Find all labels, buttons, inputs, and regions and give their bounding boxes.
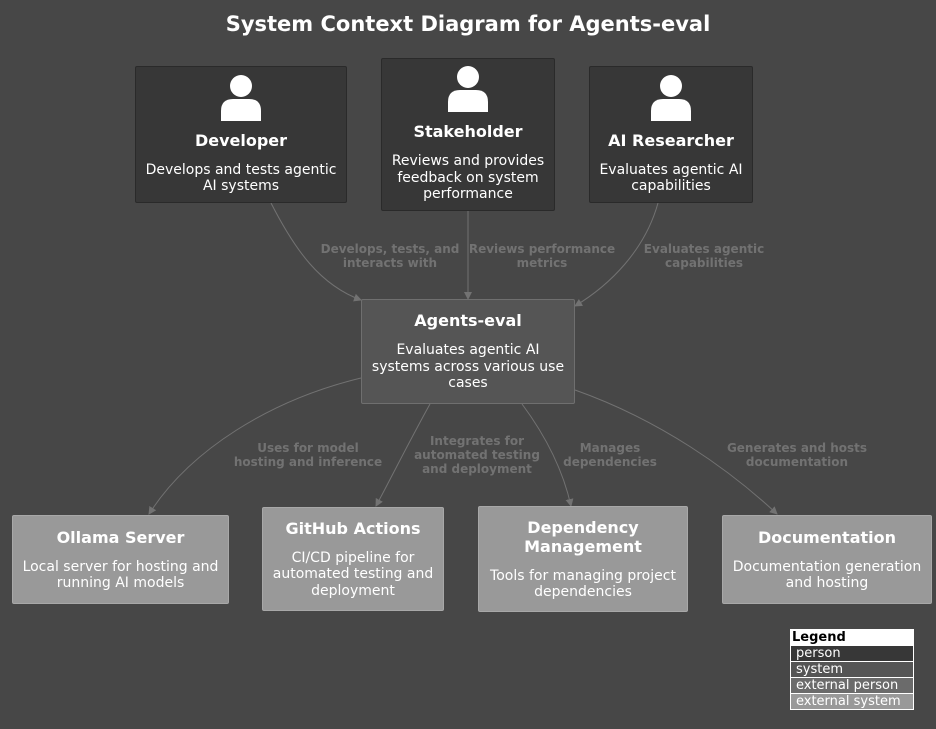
edge-agents-eval-to-documentation (574, 389, 778, 515)
agents-eval-description: Evaluates agentic AI systems across vari… (371, 342, 565, 392)
edge-label-uses: Uses for model hosting and inference (233, 441, 383, 469)
documentation-description: Documentation generation and hosting (732, 558, 922, 592)
edge-developer-to-agents-eval (270, 202, 362, 302)
stakeholder-description: Reviews and provides feedback on system … (391, 153, 545, 203)
ai-researcher-name: AI Researcher (608, 130, 734, 150)
person-icon (448, 66, 488, 113)
stakeholder-name: Stakeholder (413, 122, 523, 142)
developer-name: Developer (194, 130, 288, 150)
legend-item-system: system (791, 661, 913, 677)
ollama-server-name: Ollama Server (56, 527, 185, 547)
edge-agents-eval-to-dependency (521, 403, 574, 507)
github-actions-name: GitHub Actions (285, 518, 421, 538)
edge-label-reviews: Reviews performance metrics (468, 242, 616, 270)
legend-item-external-person: external person (791, 677, 913, 693)
person-icon (221, 74, 261, 121)
dependency-management-description: Tools for managing project dependencies (490, 567, 676, 601)
ai-researcher-description: Evaluates agentic AI capabilities (599, 161, 743, 195)
dependency-management-name: Dependency Management (524, 517, 642, 556)
edge-researcher-to-agents-eval (574, 202, 659, 307)
person-developer[interactable]: Developer Develops and tests agentic AI … (135, 66, 347, 203)
documentation-name: Documentation (757, 527, 897, 547)
person-stakeholder[interactable]: Stakeholder Reviews and provides feedbac… (381, 58, 555, 211)
edge-label-integrates: Integrates for automated testing and dep… (414, 434, 540, 476)
legend: Legend person system external person ext… (790, 629, 914, 710)
edge-label-evaluates: Evaluates agentic capabilities (643, 242, 765, 270)
diagram-title: System Context Diagram for Agents-eval (225, 12, 711, 36)
system-agents-eval[interactable]: Agents-eval Evaluates agentic AI systems… (361, 299, 575, 404)
person-icon (651, 74, 691, 121)
edge-label-manages: Manages dependencies (563, 441, 657, 469)
github-actions-description: CI/CD pipeline for automated testing and… (272, 549, 434, 599)
legend-title: Legend (791, 630, 913, 645)
edge-label-generates: Generates and hosts documentation (726, 441, 868, 469)
developer-description: Develops and tests agentic AI systems (145, 161, 337, 195)
external-dependency-management[interactable]: Dependency Management Tools for managing… (478, 506, 688, 612)
edge-agents-eval-to-github (375, 403, 431, 507)
ollama-server-description: Local server for hosting and running AI … (22, 558, 219, 592)
external-documentation[interactable]: Documentation Documentation generation a… (722, 515, 932, 604)
external-ollama-server[interactable]: Ollama Server Local server for hosting a… (12, 515, 229, 604)
external-github-actions[interactable]: GitHub Actions CI/CD pipeline for automa… (262, 507, 444, 611)
edge-label-develops: Develops, tests, and interacts with (320, 242, 460, 270)
edge-agents-eval-to-ollama (148, 377, 362, 515)
legend-item-external-system: external system (791, 693, 913, 709)
person-ai-researcher[interactable]: AI Researcher Evaluates agentic AI capab… (589, 66, 753, 203)
agents-eval-name: Agents-eval (414, 311, 522, 331)
legend-item-person: person (791, 645, 913, 661)
